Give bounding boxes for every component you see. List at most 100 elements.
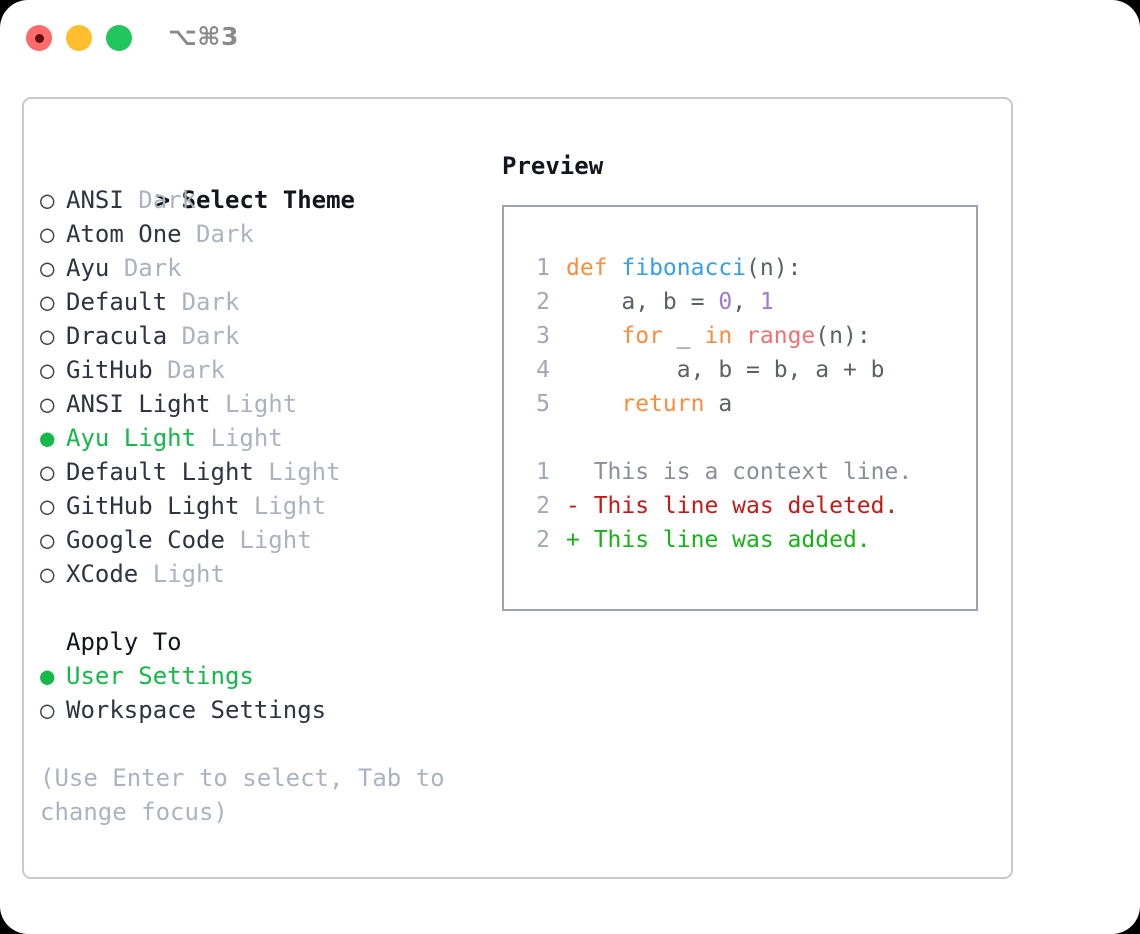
prompt-caret-icon: > xyxy=(155,186,171,214)
radio-unselected-icon: ○ xyxy=(40,492,55,520)
theme-name-label: GitHub xyxy=(66,356,153,384)
theme-name-label: Default Light xyxy=(66,458,254,486)
label-gap xyxy=(109,254,123,282)
line-number: 5 xyxy=(536,391,550,417)
label-gap xyxy=(167,288,181,316)
line-number: 4 xyxy=(536,357,550,383)
maximize-dot[interactable] xyxy=(106,25,132,51)
code-line-text: def fibonacci(n): xyxy=(550,251,801,285)
theme-list-item[interactable]: ○ANSI Dark xyxy=(40,183,470,217)
label-gap xyxy=(153,356,167,384)
theme-variant-label: Light xyxy=(224,390,298,418)
label-gap xyxy=(138,560,152,588)
theme-list-item[interactable]: ○ GitHub Light Light xyxy=(40,489,470,523)
theme-list-item[interactable]: ○ ANSI Light Light xyxy=(40,387,470,421)
diff-line: 2- This line was deleted. xyxy=(504,489,976,523)
diff-line: 1 This is a context line. xyxy=(504,455,976,489)
code-token: 0 xyxy=(718,289,733,315)
diff-line-text: + This line was added. xyxy=(566,527,871,553)
line-number: 3 xyxy=(536,323,550,349)
theme-variant-label: Dark xyxy=(167,356,225,384)
theme-variant-label: Dark xyxy=(196,220,254,248)
theme-list-item[interactable]: ○ Atom One Dark xyxy=(40,217,470,251)
code-line: 5 return a xyxy=(504,387,976,421)
select-theme-header: > Select Theme xyxy=(40,149,470,214)
code-token: (n): xyxy=(746,255,802,281)
code-token: 1 xyxy=(759,289,774,315)
radio-unselected-icon: ○ xyxy=(40,186,55,214)
radio-unselected-icon: ○ xyxy=(40,220,55,248)
label-gap xyxy=(225,526,239,554)
theme-list-item[interactable]: ○Default Light Light xyxy=(40,455,470,489)
theme-variant-label: Dark xyxy=(181,322,240,350)
theme-name-label: ANSI xyxy=(66,186,124,214)
code-token: (n): xyxy=(815,323,871,349)
theme-name-label: Dracula xyxy=(66,322,168,350)
label-gap xyxy=(254,458,268,486)
code-token: a, b = xyxy=(566,289,719,315)
diff-block: 1 This is a context line.2- This line wa… xyxy=(504,455,976,557)
apply-to-option-label: User Settings xyxy=(66,662,254,690)
theme-selection-column: > Select Theme ○ ANSI Dark ○ Atom One Dark ○ A… xyxy=(40,149,470,829)
code-token: return xyxy=(621,391,705,417)
theme-name-label: Atom One xyxy=(66,220,182,248)
theme-list-item[interactable]: ●Ayu Light Light xyxy=(40,421,470,455)
theme-list: ○ANSI Dark○Atom One Dark○Ayu Dark○Defaul… xyxy=(40,183,470,591)
code-line: 4 a, b = b, a + b xyxy=(504,353,976,387)
theme-list-item[interactable]: ○GitHub Dark xyxy=(40,353,470,387)
keyboard-shortcut-label: ⌥⌘3 xyxy=(168,22,239,51)
radio-unselected-icon: ○ xyxy=(40,696,55,724)
code-token: def xyxy=(566,255,622,281)
label-gap xyxy=(182,220,196,248)
theme-name-label: Ayu Light xyxy=(66,424,197,452)
theme-name-label: ANSI Light xyxy=(66,390,211,418)
code-token: _ xyxy=(662,323,705,349)
minimize-dot[interactable] xyxy=(66,25,92,51)
code-line-text: for _ in range(n): xyxy=(550,319,871,353)
code-token: for xyxy=(621,323,663,349)
select-theme-header-label: Select Theme xyxy=(181,186,355,214)
apply-to-option[interactable]: ●User Settings xyxy=(40,659,470,693)
close-dot[interactable] xyxy=(26,25,52,51)
theme-list-item[interactable]: ○Google Code Light xyxy=(40,523,470,557)
label-gap xyxy=(124,186,138,214)
line-number: 2 xyxy=(536,527,550,553)
code-line-text: a, b = b, a + b xyxy=(550,353,885,387)
radio-unselected-icon: ○ xyxy=(40,322,55,350)
theme-list-item[interactable]: ○XCode Light xyxy=(40,557,470,591)
theme-variant-label: Light xyxy=(253,492,327,520)
radio-selected-icon: ● xyxy=(40,424,55,452)
theme-name-label: GitHub Light xyxy=(66,492,240,520)
theme-list-item[interactable]: ○Default Dark xyxy=(40,285,470,319)
radio-unselected-icon: ○ xyxy=(40,390,55,418)
line-number: 1 xyxy=(536,459,550,485)
window-controls xyxy=(26,25,132,51)
title-bar: ⌥⌘3 xyxy=(0,0,1140,78)
diff-line: 2 + This line was added. xyxy=(504,523,976,557)
theme-variant-label: Dark xyxy=(181,288,240,316)
theme-list-item[interactable]: ○ Dracula Dark xyxy=(40,319,470,353)
label-gap xyxy=(196,424,210,452)
theme-name-label: Ayu xyxy=(66,254,110,282)
theme-name-label: XCode xyxy=(66,560,139,588)
code-line-text: a, b = 0, 1 xyxy=(550,285,774,319)
apply-to-option[interactable]: ○Workspace Settings xyxy=(40,693,470,727)
radio-unselected-icon: ○ xyxy=(40,254,55,282)
preview-title: Preview xyxy=(502,152,604,180)
code-token xyxy=(732,323,746,349)
code-blank-line xyxy=(504,421,976,455)
theme-name-label: Default xyxy=(66,288,168,316)
theme-variant-label: Light xyxy=(239,526,312,554)
code-token xyxy=(566,391,621,417)
code-token: range xyxy=(746,323,816,349)
label-gap xyxy=(167,322,181,350)
code-token: fibonacci xyxy=(621,255,747,281)
theme-list-item[interactable]: ○Ayu Dark xyxy=(40,251,470,285)
diff-line-text: This is a context line. xyxy=(566,459,913,485)
content-panel: > Select Theme ○ ANSI Dark ○ Atom One Dark ○ A… xyxy=(22,97,1013,879)
line-number: 2 xyxy=(536,289,550,315)
